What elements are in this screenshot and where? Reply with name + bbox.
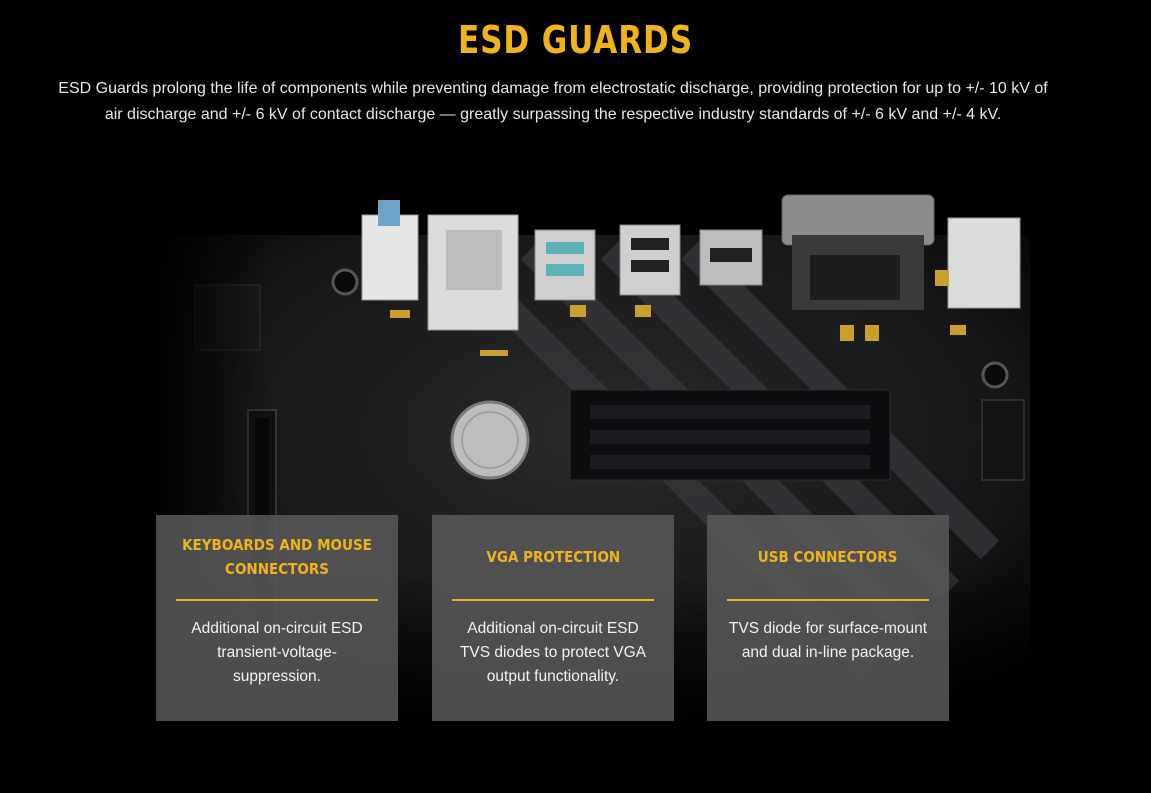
card-text: TVS diode for surface-mount and dual in-… <box>728 620 928 661</box>
card-usb-connectors: USB CONNECTORS TVS diode for surface-mou… <box>707 515 949 721</box>
card-text: Additional on-circuit ESD transient-volt… <box>191 620 363 685</box>
card-divider <box>176 599 378 601</box>
card-divider <box>727 599 929 601</box>
card-keyboards-mouse: KEYBOARDS AND MOUSE CONNECTORS Additiona… <box>156 515 398 721</box>
usb-port-3 <box>947 217 1021 309</box>
cmos-battery <box>450 400 530 480</box>
card-title: VGA PROTECTION <box>486 548 620 566</box>
card-vga-protection: VGA PROTECTION Additional on-circuit ESD… <box>432 515 674 721</box>
power-connector <box>981 399 1025 481</box>
card-title: USB CONNECTORS <box>758 548 898 566</box>
ps2-port <box>361 214 419 301</box>
page-title: ESD GUARDS <box>458 18 693 62</box>
intro-text: ESD Guards prolong the life of component… <box>58 80 1048 123</box>
card-text: Additional on-circuit ESD TVS diodes to … <box>459 620 647 685</box>
card-title: KEYBOARDS AND MOUSE CONNECTORS <box>182 536 372 578</box>
card-divider <box>452 599 654 601</box>
